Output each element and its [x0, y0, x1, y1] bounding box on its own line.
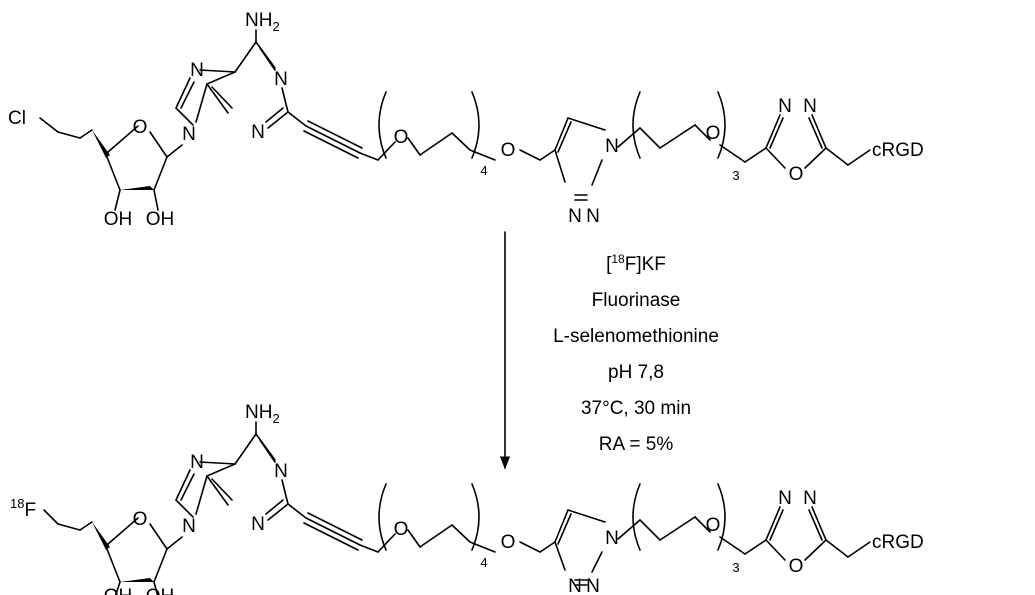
peg-oxygen-1-label: O — [394, 519, 409, 540]
peg4-repeat-label: 4 — [480, 163, 487, 178]
crgd-label: cRGD — [872, 532, 924, 553]
oxadiazole-o-label: O — [789, 164, 804, 185]
n7-label: N — [190, 60, 204, 81]
n1-label: N — [274, 69, 288, 90]
ring-oxygen-label: O — [133, 509, 148, 530]
fluorine-18-label: 18F — [10, 496, 36, 521]
hydroxyl-2-label: OH — [146, 586, 175, 595]
oxadiazole-n-label: N — [778, 96, 792, 117]
triazole-n2-label: N — [586, 576, 600, 595]
reaction-conditions: [18F]KF Fluorinase L-selenomethionine pH… — [553, 252, 719, 455]
n3-label: N — [251, 122, 265, 143]
amine-label: NH2 — [245, 10, 280, 34]
n1-label: N — [274, 461, 288, 482]
hydroxyl-1-label: OH — [104, 586, 133, 595]
amine-label: NH2 — [245, 402, 280, 426]
peg-oxygen-3-label: O — [706, 123, 721, 144]
condition-cofactor: L-selenomethionine — [553, 326, 719, 347]
condition-ph: pH 7,8 — [608, 362, 664, 383]
n7-label: N — [190, 452, 204, 473]
hydroxyl-2-label: OH — [146, 209, 175, 230]
condition-temp-time: 37°C, 30 min — [581, 398, 691, 419]
peg3-repeat-label: 3 — [732, 560, 739, 575]
c4-c3 — [106, 156, 121, 191]
oxadiazole-n-label: N — [778, 488, 792, 509]
starting-material: Cl O OH OH N N NH2 N N O 4 O N N N O 3 N… — [8, 10, 924, 230]
peg-oxygen-3-label: O — [706, 515, 721, 536]
n3-label: N — [251, 514, 265, 535]
triazole-n2-label: N — [586, 206, 600, 227]
peg3-repeat-label: 3 — [732, 168, 739, 183]
oxadiazole-n-label: N — [803, 488, 817, 509]
peg-oxygen-2-label: O — [501, 140, 516, 161]
product: 18F O OH OH N N NH2 N N O 4 O N N N O 3 … — [10, 402, 924, 595]
triazole-n3-label: N — [568, 576, 582, 595]
triazole-n3-label: N — [568, 206, 582, 227]
oxadiazole-n-label: N — [803, 96, 817, 117]
peg-oxygen-1-label: O — [394, 127, 409, 148]
peg-oxygen-2-label: O — [501, 532, 516, 553]
ch2-c4-bond — [79, 129, 93, 139]
hydroxyl-1-label: OH — [104, 209, 133, 230]
condition-enzyme: Fluorinase — [592, 290, 681, 311]
ring-oxygen-label: O — [133, 117, 148, 138]
chlorine-label: Cl — [8, 108, 26, 129]
triazole-n1-label: N — [605, 528, 619, 549]
n9-label: N — [182, 516, 196, 537]
peg4-repeat-label: 4 — [480, 555, 487, 570]
crgd-label: cRGD — [872, 140, 924, 161]
condition-fluoride: [18F]KF — [606, 252, 666, 275]
n9-label: N — [182, 124, 196, 145]
triazole-n1-label: N — [605, 136, 619, 157]
condition-yield: RA = 5% — [599, 434, 674, 455]
oxadiazole-o-label: O — [789, 556, 804, 577]
